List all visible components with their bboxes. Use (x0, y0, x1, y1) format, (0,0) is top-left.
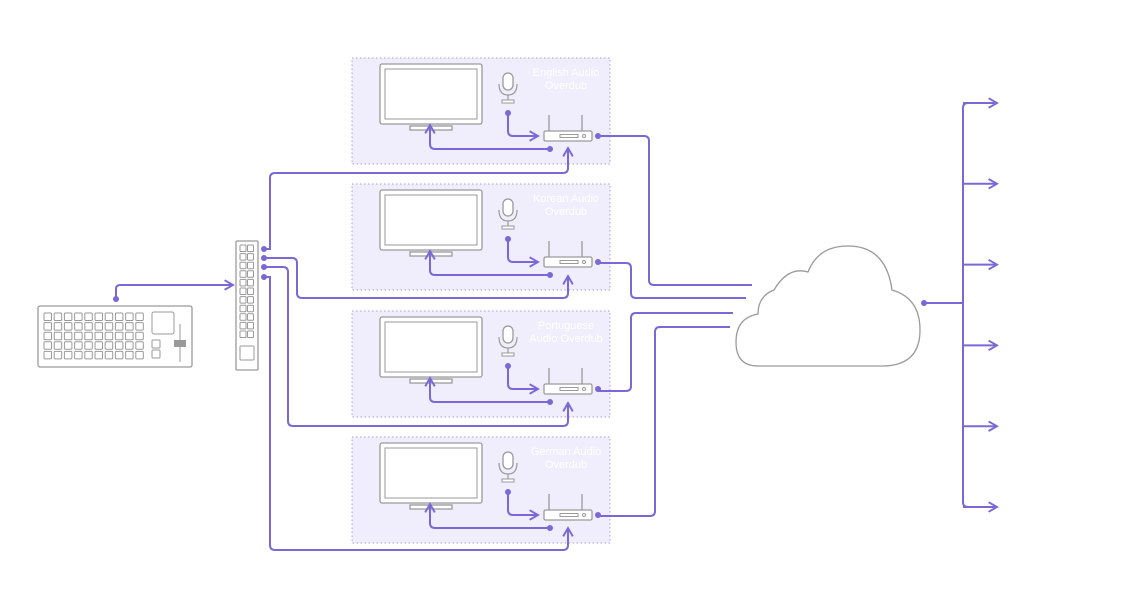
monitor-icon (379, 316, 483, 384)
streaming-encoder-icon (543, 368, 593, 395)
encoder-to-monitor-line (424, 376, 550, 403)
cloud-output-port (921, 300, 927, 306)
router-output-port (261, 274, 267, 280)
router-to-english-line (264, 146, 574, 250)
korean-to-cloud-line (598, 262, 746, 299)
monitor-icon (379, 63, 483, 131)
encoder-output-port (595, 512, 601, 518)
production-switcher-icon (37, 305, 193, 368)
zone-devices (379, 316, 601, 405)
microphone-icon (498, 451, 518, 483)
english-to-cloud-line (598, 135, 752, 286)
mic-to-encoder-line (507, 366, 540, 395)
monitor-icon (379, 442, 483, 510)
zone-devices (379, 442, 601, 531)
encoder-to-monitor-line (424, 502, 550, 529)
streaming-encoder-icon (543, 241, 593, 268)
router-to-portuguese-line (264, 266, 574, 427)
encoder-to-monitor-line (424, 123, 550, 150)
streaming-encoder-icon (543, 494, 593, 521)
router-to-korean-line (264, 257, 574, 299)
monitor-icon (379, 189, 483, 257)
german-to-cloud-line (598, 326, 730, 517)
router-output-port (261, 264, 267, 270)
router-output-port (261, 255, 267, 261)
outputs-trunk-line (962, 102, 969, 508)
microphone-icon (498, 198, 518, 230)
router-output-port (261, 246, 267, 252)
portuguese-to-cloud-line (598, 312, 733, 392)
encoder-to-monitor-line (424, 249, 550, 276)
zone-devices (379, 189, 601, 278)
mic-to-encoder-line (507, 113, 540, 142)
encoder-output-port (595, 259, 601, 265)
microphone-icon (498, 72, 518, 104)
switcher-output-port (113, 296, 119, 302)
streaming-encoder-icon (543, 115, 593, 142)
switcher-to-router-line (115, 279, 235, 299)
encoder-output-port (595, 386, 601, 392)
mic-to-encoder-line (507, 239, 540, 268)
video-router-icon (235, 240, 267, 371)
zone-devices (379, 63, 601, 152)
mic-to-encoder-line (507, 492, 540, 521)
microphone-icon (498, 325, 518, 357)
cloud-icon (735, 245, 921, 367)
router-to-german-line (264, 276, 574, 551)
encoder-output-port (595, 133, 601, 139)
